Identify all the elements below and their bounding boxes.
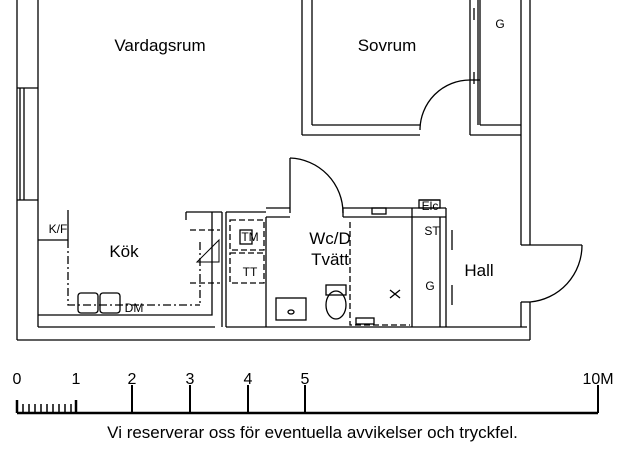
fixture-label-st: ST [424,224,440,238]
outer-bottom-wall [17,210,530,341]
fixture-label-g-hall: G [425,279,434,293]
room-label-vardagsrum: Vardagsrum [114,36,205,55]
entrance-door [529,244,583,303]
fixture-label-elc: Elc [422,199,439,213]
fixture-label-tt: TT [243,265,258,279]
outer-right-wall [520,0,531,340]
fixture-label-g-top: G [495,17,504,31]
room-label-wc: Wc/D [309,229,351,248]
room-label-sovrum: Sovrum [358,36,417,55]
floor-plan: Vardagsrum Sovrum Kök Wc/D Tvätt Hall K/… [13,0,614,415]
scale-bar [15,385,599,415]
disclaimer-text: Vi reserverar oss för eventuella avvikel… [107,423,518,442]
scale-tick-5: 5 [301,371,310,388]
room-label-tvatt: Tvätt [311,250,349,269]
kitchen-counter [38,210,222,316]
laundry-machines [229,219,265,284]
scale-tick-3: 3 [186,371,195,388]
bathroom-fixtures [275,207,410,326]
scale-tick-1: 1 [72,371,81,388]
scale-tick-0: 0 [13,371,22,388]
hall-closet-walls [412,199,447,327]
scale-tick-2: 2 [128,371,137,388]
fixture-label-kf: K/F [49,222,68,236]
room-label-hall: Hall [464,261,493,280]
scale-tick-10m: 10M [582,371,613,388]
closet-top [473,0,479,125]
sovrum-walls [301,0,521,136]
fixture-label-dm: DM [125,301,144,315]
scale-tick-4: 4 [244,371,253,388]
fixture-label-tm: TM [241,230,258,244]
outer-left-wall [16,0,39,340]
room-label-kok: Kök [109,242,139,261]
